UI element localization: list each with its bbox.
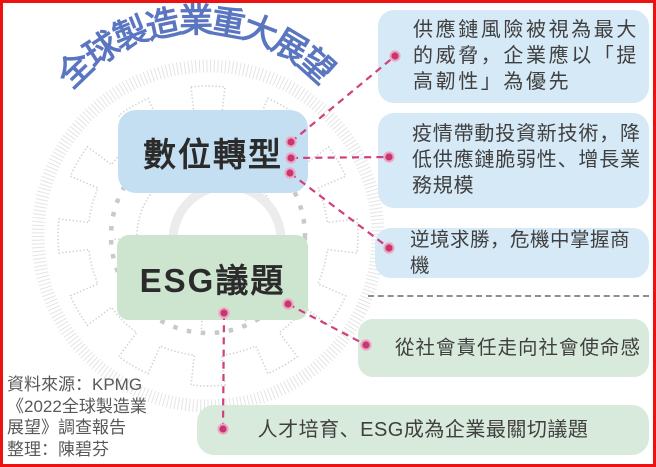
hub-esg-label: ESG議題 <box>139 261 286 299</box>
source-line: 《2022全球製造業 <box>7 396 147 416</box>
callout-text: 逆境求勝，危機中掌握商機 <box>410 229 631 277</box>
callout-tech-investment: 疫情帶動投資新技術，降 低供應鏈脆弱性、增長業 務規模 <box>378 113 649 208</box>
callout-text: 從社會責任走向社會使命感 <box>395 337 642 359</box>
separator-dashed-line <box>368 295 649 297</box>
callout-text: 供應鏈風險被視為最大 的威脅，企業應以「提 高韌性」為優先 <box>413 19 639 93</box>
hub-digital-transformation: 數位轉型 <box>118 110 308 193</box>
callout-text: 疫情帶動投資新技術，降 低供應鏈脆弱性、增長業 務規模 <box>412 123 641 197</box>
source-line: 資料來源：KPMG <box>7 375 143 394</box>
callout-text: 人才培育、ESG成為企業最關切議題 <box>257 419 589 441</box>
source-line: 展望》調查報告 <box>7 418 126 437</box>
callout-talent-esg: 人才培育、ESG成為企業最關切議題 <box>197 405 649 455</box>
callout-social-mission: 從社會責任走向社會使命感 <box>358 319 649 377</box>
hub-digital-label: 數位轉型 <box>143 135 283 173</box>
callout-supply-chain-risk: 供應鏈風險被視為最大 的威脅，企業應以「提 高韌性」為優先 <box>378 10 649 103</box>
callout-adversity-opportunity: 逆境求勝，危機中掌握商機 <box>375 228 649 278</box>
source-note: 資料來源：KPMG 《2022全球製造業 展望》調查報告 整理：陳碧芬 <box>7 374 147 460</box>
hub-esg: ESG議題 <box>117 235 308 320</box>
source-line: 整理：陳碧芬 <box>7 439 109 459</box>
